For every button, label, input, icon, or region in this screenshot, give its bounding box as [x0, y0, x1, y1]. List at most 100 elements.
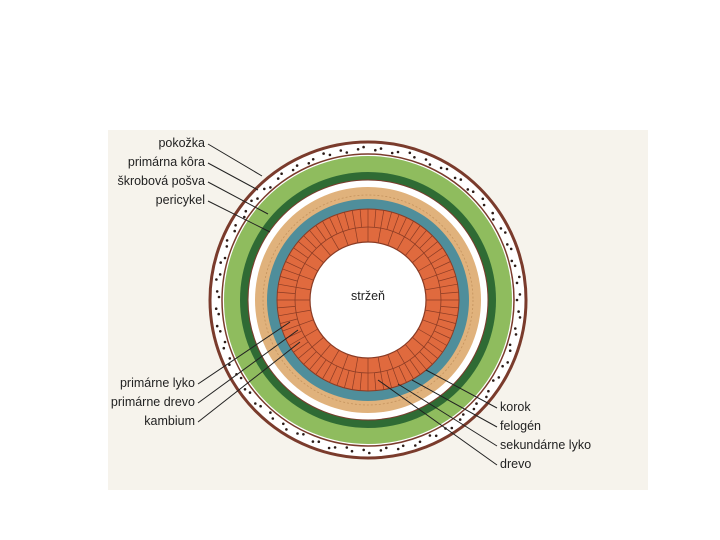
wood-ray: [396, 350, 414, 379]
wood-ray: [386, 212, 392, 230]
cork-dot: [215, 290, 219, 293]
cork-dot: [385, 446, 388, 450]
cork-dot: [374, 148, 377, 152]
cork-dot: [228, 363, 231, 367]
leader-phellogen: [411, 379, 498, 428]
cork-dot: [222, 346, 226, 350]
label-primary-cortex: primárna kôra: [128, 155, 205, 169]
leader-pericycle: [207, 200, 271, 233]
cork-dot: [223, 340, 227, 344]
label-epidermis: pokožka: [158, 136, 205, 150]
cork-dot: [217, 295, 221, 299]
cork-dot: [504, 231, 507, 234]
wood-ray: [418, 254, 447, 272]
cork-dot: [233, 229, 236, 233]
cork-dot: [471, 190, 475, 193]
cork-dot: [327, 446, 331, 450]
wood-ray: [396, 221, 414, 250]
cork-dot: [485, 395, 488, 399]
label-secondary-phloem: sekundárne lyko: [500, 438, 591, 452]
wood-ray: [303, 351, 317, 365]
leader-wood: [377, 379, 498, 466]
cork-dot: [487, 389, 490, 393]
cork-dot: [445, 167, 449, 171]
wood-ray: [351, 210, 359, 243]
wood-ray: [359, 372, 362, 391]
cork-dot: [506, 361, 510, 364]
ring-phellogen-line: [221, 153, 515, 447]
wood-ray: [277, 291, 296, 294]
cork-dot: [356, 148, 360, 151]
cork-dot: [414, 444, 417, 447]
wood-ray: [398, 366, 407, 383]
wood-rays: [277, 209, 459, 391]
cork-dot: [418, 440, 422, 444]
cork-dot: [307, 162, 311, 165]
wood-ray: [315, 359, 327, 375]
cork-dot: [501, 364, 504, 368]
ring-pith: [309, 241, 427, 359]
cork-dot: [302, 433, 305, 436]
wood-ray: [336, 354, 349, 386]
cork-dot: [514, 327, 517, 330]
cork-dot: [434, 434, 438, 438]
cork-dot: [517, 310, 520, 313]
wood-ray: [440, 291, 459, 294]
wood-ray: [322, 350, 340, 379]
cork-dot: [291, 168, 295, 172]
cork-dot: [271, 417, 275, 420]
cork-dot: [508, 349, 512, 353]
wood-ray: [438, 276, 456, 282]
cork-dot: [515, 281, 519, 285]
cork-dot: [339, 149, 343, 152]
wood-ray: [422, 319, 454, 332]
cork-dot: [254, 402, 257, 405]
wood-ray: [322, 221, 340, 250]
wood-ray: [409, 225, 421, 241]
cork-dot: [219, 261, 222, 264]
wood-ray: [282, 268, 314, 281]
cork-dot: [333, 446, 337, 449]
wood-ray: [377, 210, 385, 243]
wood-ray: [278, 283, 311, 291]
cork-dot: [424, 158, 428, 161]
cork-dot: [322, 152, 325, 155]
wood-ray: [344, 212, 350, 230]
cork-dot: [396, 447, 400, 451]
wood-ray: [293, 247, 309, 259]
cork-dot: [280, 172, 283, 175]
wood-ray: [386, 370, 392, 388]
cork-dot: [466, 188, 470, 191]
wood-ray: [289, 328, 318, 346]
cork-dot: [263, 187, 266, 191]
cork-dot: [225, 245, 229, 248]
cork-dot: [223, 256, 227, 260]
wood-ray: [427, 341, 443, 353]
cork-dot: [510, 259, 514, 263]
cork-dot: [215, 324, 219, 328]
cork-dot: [413, 156, 416, 159]
cork-dot: [428, 434, 432, 437]
cork-dot: [518, 293, 522, 296]
cork-dot: [311, 158, 315, 161]
cork-dot: [248, 391, 252, 394]
wood-ray: [422, 268, 454, 281]
label-phellogen: felogén: [500, 419, 541, 433]
label-primary-phloem: primárne lyko: [120, 376, 195, 390]
cork-dot: [497, 376, 501, 379]
cork-dot: [459, 178, 463, 181]
cork-dot: [345, 151, 349, 154]
center-label-pith: stržeň: [351, 289, 385, 303]
wood-ray: [398, 217, 407, 234]
cork-dot: [256, 197, 259, 200]
cork-dot: [362, 448, 366, 452]
wood-ray: [282, 319, 314, 332]
wood-ray: [329, 217, 338, 234]
leader-cork: [425, 369, 498, 409]
cork-dot: [244, 209, 248, 213]
wood-ray: [374, 209, 377, 228]
wood-ray: [405, 344, 427, 370]
label-primary-xylem: primárne drevo: [111, 395, 195, 409]
cork-dot: [439, 166, 443, 170]
wood-ray: [336, 214, 349, 246]
